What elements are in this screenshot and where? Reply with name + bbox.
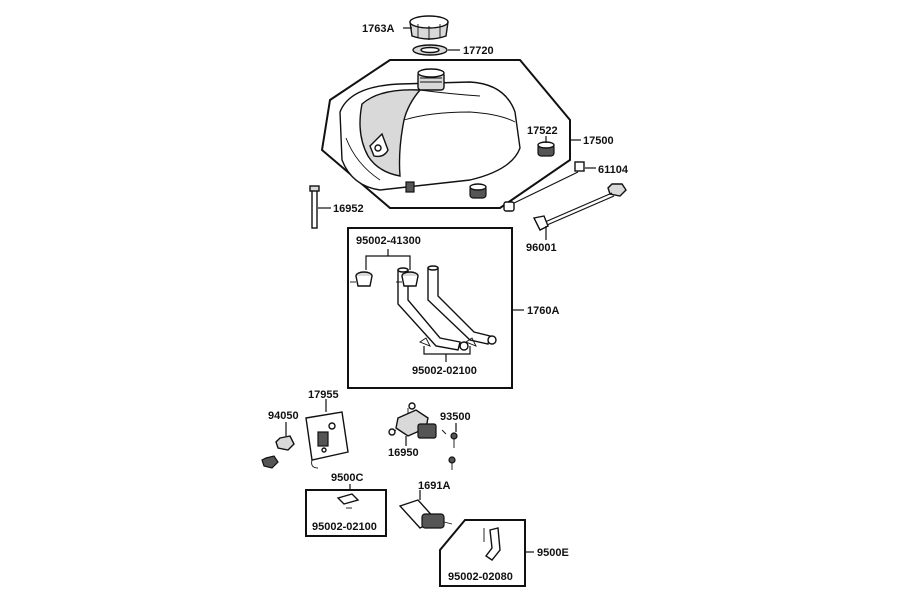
label-clip-set: 95002-02100 [412, 365, 477, 377]
label-bracket: 17955 [308, 389, 339, 401]
hose-right [427, 265, 497, 345]
label-bolt-long: 96001 [526, 242, 557, 254]
label-bolt-small: 61104 [598, 164, 629, 176]
label-clamp-set: 95002-41300 [356, 235, 421, 247]
kit-c-box [305, 489, 387, 537]
fuel-filter [398, 499, 453, 529]
label-pin: 16952 [333, 203, 364, 215]
label-valve: 16950 [388, 447, 419, 459]
gasket [412, 44, 448, 56]
label-screw: 93500 [440, 411, 471, 423]
label-gasket: 17720 [463, 45, 494, 57]
label-filter: 1691A [418, 480, 450, 492]
grommet-lower [469, 183, 487, 199]
pin [309, 185, 320, 229]
clamp-left [350, 271, 373, 287]
label-kit-e: 9500E [537, 547, 569, 559]
hose-kit-box [347, 227, 513, 389]
fuel-cap [409, 15, 449, 40]
kit-e-box [439, 519, 526, 587]
clamp-right [396, 271, 419, 287]
label-kit-c: 9500C [331, 472, 363, 484]
screws [441, 429, 458, 470]
fuel-valve [388, 402, 437, 439]
grommet-upper [537, 141, 555, 157]
kit-e-hose [483, 527, 501, 561]
label-cap: 1763A [362, 23, 394, 35]
clip-left [419, 337, 431, 347]
label-kit-e-clip: 95002-02080 [448, 571, 513, 583]
label-kit-c-clip: 95002-02100 [312, 521, 377, 533]
nut [261, 435, 295, 469]
tank-enclosure [320, 59, 571, 209]
label-nut: 94050 [268, 410, 299, 422]
bolt-short [503, 161, 585, 212]
clip-right [465, 337, 477, 347]
label-grommet: 17522 [527, 125, 558, 137]
kit-c-hose [336, 493, 360, 509]
label-tank: 17500 [583, 135, 614, 147]
bracket [305, 411, 349, 469]
label-hose-kit: 1760A [527, 305, 559, 317]
fuel-tank [339, 68, 521, 193]
bolt-long [532, 183, 627, 231]
